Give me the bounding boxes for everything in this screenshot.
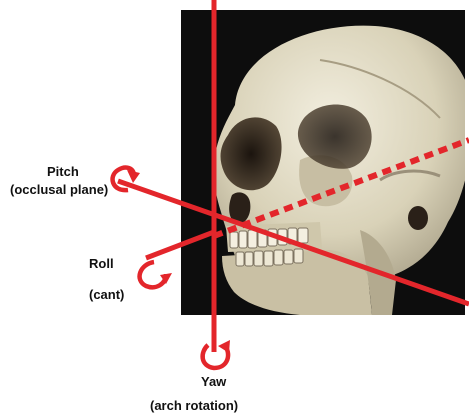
roll-sublabel: (cant) [89, 287, 124, 302]
pitch-label: Pitch [47, 164, 79, 179]
roll-label: Roll [89, 256, 114, 271]
yaw-label: Yaw [201, 374, 226, 389]
yaw-sublabel: (arch rotation) [150, 398, 238, 413]
pitch-sublabel: (occlusal plane) [10, 182, 108, 197]
roll-rotation-arrow-icon [140, 262, 172, 287]
